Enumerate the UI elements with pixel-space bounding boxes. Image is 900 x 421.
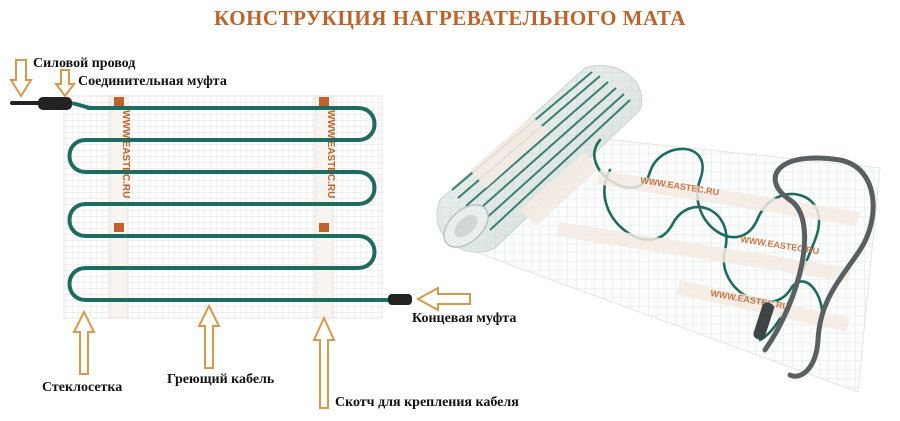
label-end-sleeve: Концевая муфта (412, 311, 517, 326)
arrow-end-sleeve (415, 286, 471, 312)
tape-strip-right-text: WWW.EASTEC.RU (325, 110, 336, 198)
arrow-tape (312, 315, 336, 409)
tape-strip-left: WWW.EASTEC.RU (109, 95, 131, 319)
label-connector: Соединительная муфта (78, 74, 227, 89)
label-fiberglass-mesh: Стеклосетка (42, 380, 123, 395)
roll-power-cable (762, 155, 876, 379)
roll-connector (753, 302, 774, 340)
arrow-mesh (72, 309, 96, 375)
end-sleeve (388, 294, 412, 305)
tape-strip-right: WWW.EASTEC.RU (314, 95, 336, 319)
roll-tapes (470, 116, 600, 226)
arrow-heating-cable (197, 303, 221, 369)
arrow-power-wire (9, 59, 33, 98)
connector-sleeve (38, 97, 72, 110)
label-power-wire: Силовой провод (33, 56, 136, 71)
tape-strip-left-text: WWW.EASTEC.RU (120, 110, 131, 198)
label-tape: Скотч для крепления кабеля (335, 395, 519, 410)
diagram-title: КОНСТРУКЦИЯ НАГРЕВАТЕЛЬНОГО МАТА (214, 6, 686, 30)
tape-logos (114, 97, 329, 232)
arrow-connector (54, 69, 76, 98)
heating-cable-path (67, 106, 394, 302)
label-heating-cable: Греющий кабель (167, 372, 275, 387)
